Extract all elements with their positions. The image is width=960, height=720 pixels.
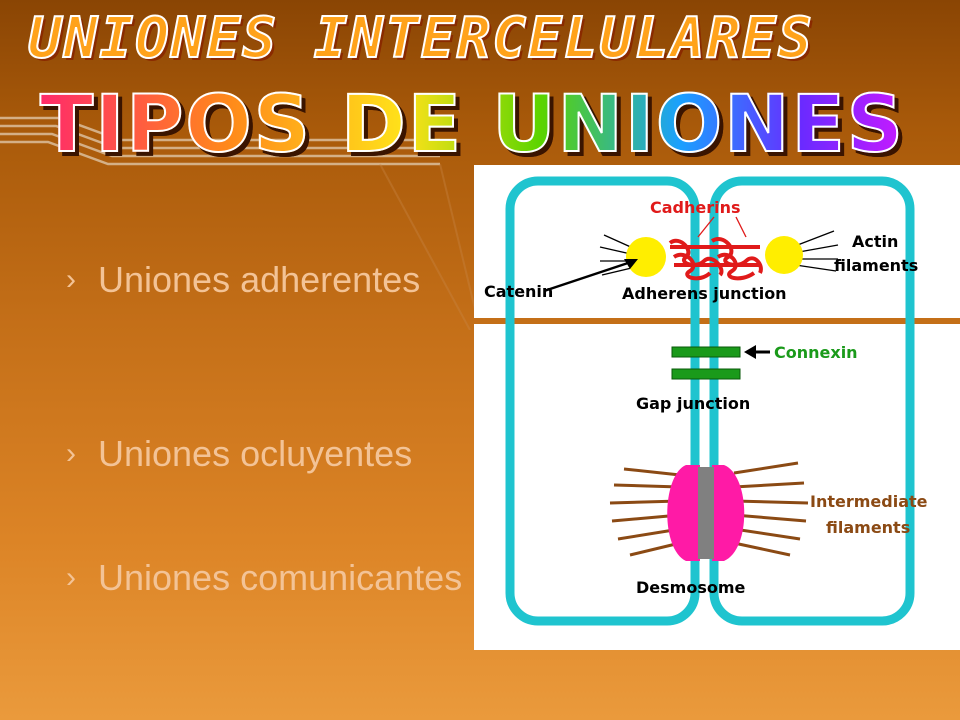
chevron-right-icon: ›	[66, 561, 76, 594]
desmosome-plaque-right	[712, 465, 745, 561]
connexin-bottom	[671, 368, 741, 380]
gap-junction: Connexin Gap junction	[636, 343, 858, 413]
slide-title: UNIONES INTERCELULARES	[27, 5, 814, 72]
bullet-text: Uniones comunicantes	[98, 557, 463, 598]
bullet-text: Uniones ocluyentes	[98, 433, 413, 474]
catenin-left	[626, 237, 666, 277]
desmosome: Intermediate filaments Desmosome	[609, 461, 928, 597]
connexin-pointer	[744, 345, 756, 359]
chevron-right-icon: ›	[66, 263, 76, 296]
cell-junction-diagram: Cadherins Actin filaments Catenin Adhere…	[474, 165, 960, 650]
label-adherens-junction: Adherens junction	[622, 284, 787, 303]
label-cadherins: Cadherins	[650, 198, 741, 217]
bullet-item-adherentes: › Uniones adherentes	[66, 258, 486, 302]
bullet-item-comunicantes: › Uniones comunicantes	[66, 556, 486, 600]
decorative-lines	[0, 116, 481, 330]
bullet-item-ocluyentes: › Uniones ocluyentes	[66, 432, 486, 476]
desmosome-core	[698, 467, 714, 559]
right-cell-membrane	[709, 176, 915, 626]
catenin-pointer	[543, 259, 635, 293]
bullet-text: Uniones adherentes	[98, 259, 421, 300]
cadherin-coils	[668, 237, 763, 281]
label-intermediate: Intermediate	[810, 492, 928, 511]
label-intermediate-filaments: filaments	[826, 518, 910, 537]
label-connexin: Connexin	[774, 343, 858, 362]
label-actin-filaments: filaments	[834, 256, 918, 275]
left-cell-membrane	[505, 176, 700, 626]
label-catenin: Catenin	[484, 282, 553, 301]
slide-subtitle: TIPOS DE UNIONES	[39, 80, 905, 170]
adherens-junction: Cadherins Actin filaments Catenin Adhere…	[484, 198, 918, 303]
label-actin: Actin	[852, 232, 898, 251]
label-desmosome: Desmosome	[636, 578, 746, 597]
label-gap-junction: Gap junction	[636, 394, 750, 413]
desmosome-plaque-left	[667, 465, 700, 561]
chevron-right-icon: ›	[66, 437, 76, 470]
connexin-top	[671, 346, 741, 358]
catenin-right	[765, 236, 803, 274]
